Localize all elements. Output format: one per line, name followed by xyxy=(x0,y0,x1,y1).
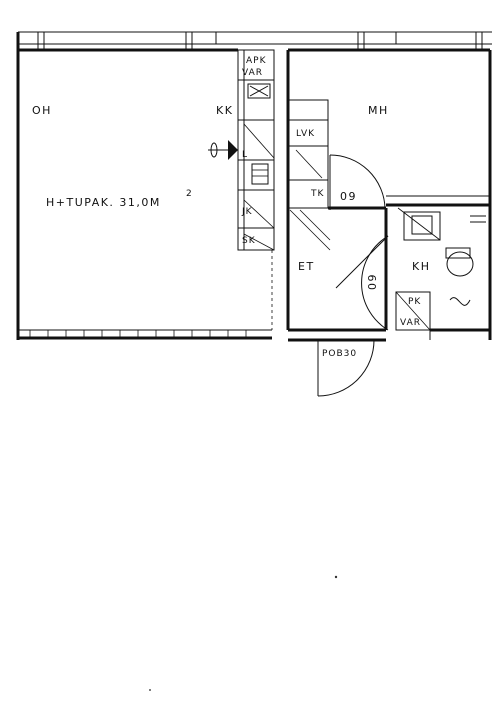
area-label: H+TUPAK. 31,0M xyxy=(46,196,161,209)
living-room-walls xyxy=(16,32,273,340)
room-label-hall: ET xyxy=(298,260,315,273)
fixture-lvk: LVK xyxy=(296,129,315,139)
bedroom-door xyxy=(329,154,386,210)
speck xyxy=(149,689,151,691)
radiator-valve-icon xyxy=(208,140,238,160)
door-label-bath: 09 xyxy=(366,273,379,290)
fixture-l: L xyxy=(242,150,248,160)
bathroom-fixtures xyxy=(395,207,486,340)
speck xyxy=(334,575,338,579)
room-label-bedroom: MH xyxy=(368,104,389,117)
area-superscript: 2 xyxy=(186,189,193,199)
room-label-living: OH xyxy=(32,104,52,117)
entrance-door xyxy=(288,338,386,397)
room-label-kitchen: KK xyxy=(216,104,233,117)
fixture-var-bottom: VAR xyxy=(400,318,421,328)
door-label-bedroom: 09 xyxy=(340,190,357,203)
fixture-jk: JK xyxy=(241,207,253,217)
fixture-sk: SK xyxy=(242,236,256,246)
room-label-bathroom: KH xyxy=(412,260,431,273)
interior-walls xyxy=(286,50,492,340)
fixture-apk: APK xyxy=(246,56,267,66)
top-wall xyxy=(18,31,492,52)
bathroom-door xyxy=(335,235,389,331)
fixture-pk: PK xyxy=(408,297,421,307)
kitchen-cabinets xyxy=(237,49,275,251)
fixture-var-top: VAR xyxy=(242,68,263,78)
fixture-tk: TK xyxy=(310,189,324,199)
door-label-entrance: POB30 xyxy=(322,349,357,359)
